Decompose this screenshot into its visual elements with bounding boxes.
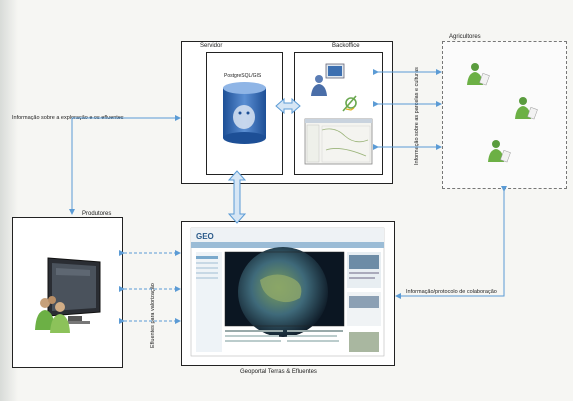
farmer-icon (488, 140, 511, 163)
flow-label-exploracao: Informação sobre a exploração e os eflue… (12, 115, 124, 121)
producers-group-icon (35, 296, 70, 333)
user-computer-icon (311, 63, 345, 96)
monitor-icon (47, 257, 101, 324)
geoportal-logo: GEO (196, 232, 214, 241)
geoportal-screenshot: GEO (190, 227, 385, 357)
database-icon (223, 82, 266, 144)
server-backoffice-arrow (275, 97, 301, 115)
agricultores-title: Agricultores (449, 34, 481, 40)
gis-icon (342, 95, 357, 112)
backoffice-title: Backoffice (332, 43, 360, 49)
server-geoportal-arrow (227, 170, 247, 224)
map-window-icon (304, 118, 373, 165)
agricultores-box (442, 41, 567, 189)
servidor-inner-box (206, 52, 283, 175)
produtores-title: Produtores (82, 211, 112, 217)
db-label: PostgreSQL/GIS (224, 73, 262, 79)
farmer-icon (467, 63, 490, 86)
farmer-icon (515, 97, 538, 120)
servidor-title: Servidor (200, 43, 223, 49)
arrow-colaboracao (395, 186, 507, 299)
geoportal-title: Geoportal Terras & Efluentes (240, 369, 317, 375)
